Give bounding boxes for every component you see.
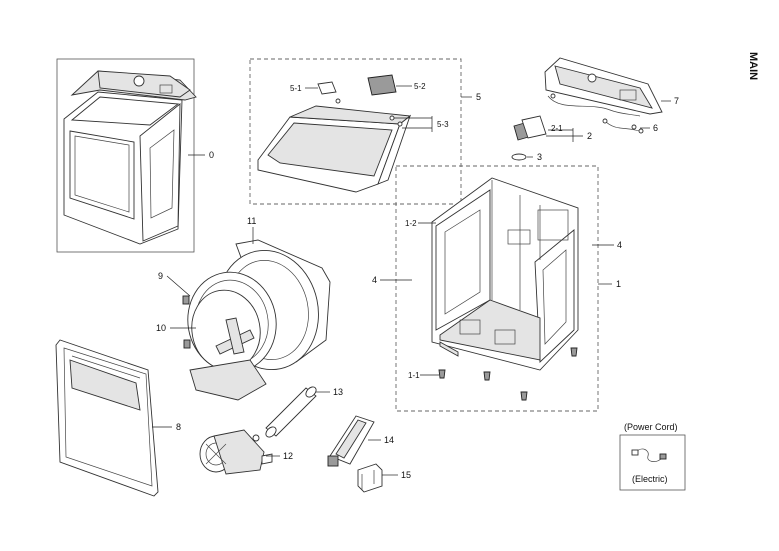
callout-5-2: 5-2 (414, 82, 426, 91)
callout-1-1: 1-1 (408, 371, 420, 380)
part-0-dryer-assembly (56, 58, 197, 253)
part-5-group-box (249, 58, 462, 205)
power-cord-caption: (Electric) (632, 474, 668, 484)
callout-5-1: 5-1 (290, 84, 302, 93)
part-0-frame (56, 58, 195, 253)
part-13-exhaust-duct (265, 386, 317, 438)
callout-4-left: 4 (372, 275, 377, 285)
part-8-front-panel (55, 339, 159, 497)
callout-6: 6 (653, 123, 658, 133)
callout-2-1: 2-1 (551, 124, 563, 133)
part-2-pcb (513, 115, 547, 141)
callout-12: 12 (283, 451, 293, 461)
callout-1: 1 (616, 279, 621, 289)
part-1-cabinet (431, 177, 579, 371)
callout-2: 2 (587, 131, 592, 141)
part-10-drum-ring (189, 289, 267, 401)
part-15-bracket (357, 463, 383, 493)
part-12-blower (199, 429, 273, 475)
part-1-1-feet (438, 347, 578, 401)
callout-1-2: 1-2 (405, 219, 417, 228)
part-1-group-box (395, 165, 599, 412)
callout-13: 13 (333, 387, 343, 397)
callout-7: 7 (674, 96, 679, 106)
callout-15: 15 (401, 470, 411, 480)
power-cord-box (619, 434, 686, 491)
callout-5-3: 5-3 (437, 120, 449, 129)
callout-14: 14 (384, 435, 394, 445)
callout-10: 10 (156, 323, 166, 333)
callout-3: 3 (537, 152, 542, 162)
callout-4-right: 4 (617, 240, 622, 250)
part-7-control-panel (544, 57, 663, 117)
page-label-main: MAIN (747, 52, 759, 80)
power-cord-title: (Power Cord) (624, 422, 678, 432)
part-6-wire-harness (602, 118, 644, 134)
part-3-clamp (511, 153, 527, 161)
callout-8: 8 (176, 422, 181, 432)
callout-11: 11 (247, 216, 256, 226)
part-14-heater (327, 415, 375, 467)
part-5-top-panel (257, 74, 412, 193)
callout-9: 9 (158, 271, 163, 281)
callout-0: 0 (209, 150, 214, 160)
power-cord-plug-icon (631, 448, 667, 462)
callout-5: 5 (476, 92, 481, 102)
